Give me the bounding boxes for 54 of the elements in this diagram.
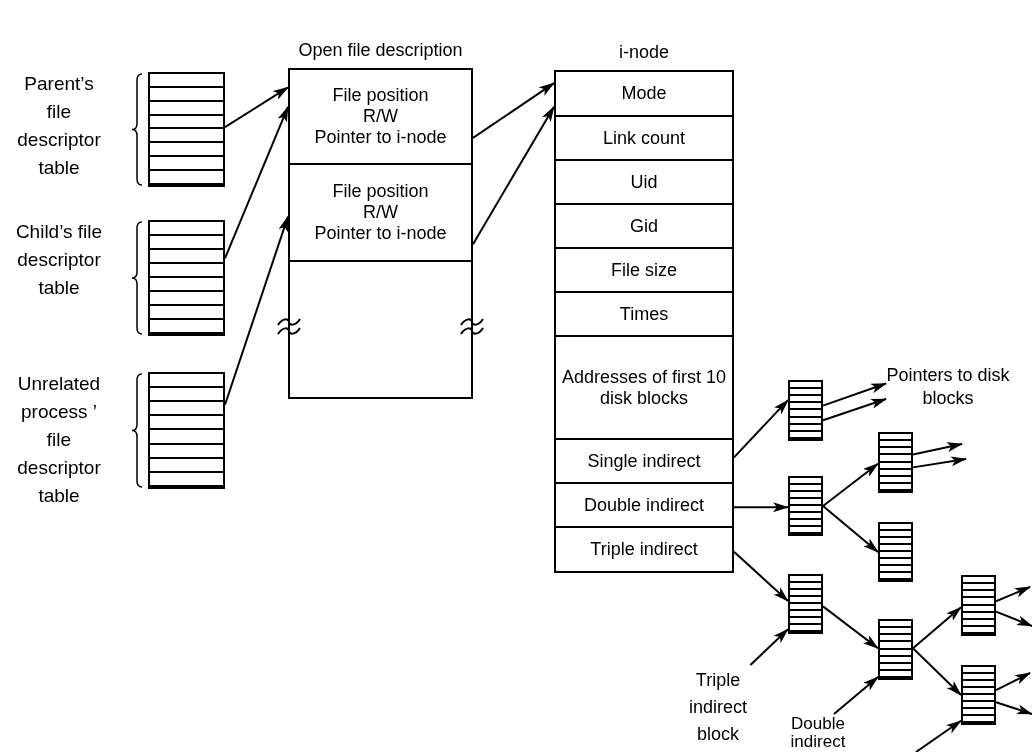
- annotation-text: Double indirect: [789, 715, 847, 751]
- arrow: [822, 382, 887, 407]
- arrow: [733, 502, 789, 513]
- field-label: Double indirect: [583, 494, 705, 516]
- pointer-block: [878, 432, 913, 493]
- pointer-block: [961, 575, 996, 636]
- pointer-block: [788, 574, 823, 634]
- pointer-block: [788, 476, 823, 536]
- arrow: [749, 628, 789, 666]
- field-label: Pointer to i-node: [314, 223, 447, 244]
- pointer-block: [961, 665, 996, 725]
- field-label: Triple indirect: [590, 539, 698, 560]
- field-label: Addresses of first 10 disk blocks: [560, 366, 728, 409]
- table-caption: Unrelated process ’ file descriptor table: [16, 372, 102, 508]
- heading: i-node: [617, 41, 670, 64]
- pointer-block: [878, 619, 913, 680]
- field-label: Mode: [621, 83, 667, 104]
- field-label: R/W: [363, 202, 398, 223]
- pointer-block: [878, 522, 913, 582]
- pointer-block: [788, 380, 823, 441]
- annotation-text: Pointers to disk blocks: [886, 364, 1010, 410]
- field-label: Times: [619, 303, 669, 325]
- annotation-text: Triple indirect block: [688, 668, 748, 746]
- arrow: [822, 398, 887, 422]
- field-label: File position: [332, 85, 429, 106]
- field-label: Single indirect: [587, 450, 701, 472]
- field-label: Pointer to i-node: [314, 127, 447, 148]
- field-label: Uid: [630, 171, 658, 193]
- arrow: [472, 105, 555, 246]
- table-caption: Child’s file descriptor table: [14, 220, 104, 300]
- arrow: [822, 605, 879, 650]
- arrow: [995, 610, 1032, 627]
- arrow: [995, 586, 1031, 603]
- arrow: [733, 550, 789, 602]
- arrow: [912, 647, 962, 696]
- arrow: [915, 719, 962, 752]
- table-caption: Parent’s file descriptor table: [16, 72, 102, 180]
- arrow: [822, 505, 879, 553]
- heading: Open file description: [297, 39, 464, 62]
- field-label: File size: [611, 259, 677, 281]
- arrow: [995, 672, 1031, 692]
- arrow: [912, 456, 967, 469]
- arrow: [472, 82, 555, 139]
- arrow: [912, 606, 962, 650]
- arrow: [995, 701, 1032, 715]
- arrow: [822, 462, 879, 507]
- arrow: [733, 399, 789, 459]
- field-label: Gid: [630, 215, 658, 237]
- arrow: [224, 86, 289, 129]
- field-label: File position: [332, 181, 429, 202]
- arrow: [912, 442, 963, 456]
- field-label: R/W: [363, 106, 398, 127]
- field-label: Link count: [602, 127, 686, 149]
- arrow: [833, 675, 879, 715]
